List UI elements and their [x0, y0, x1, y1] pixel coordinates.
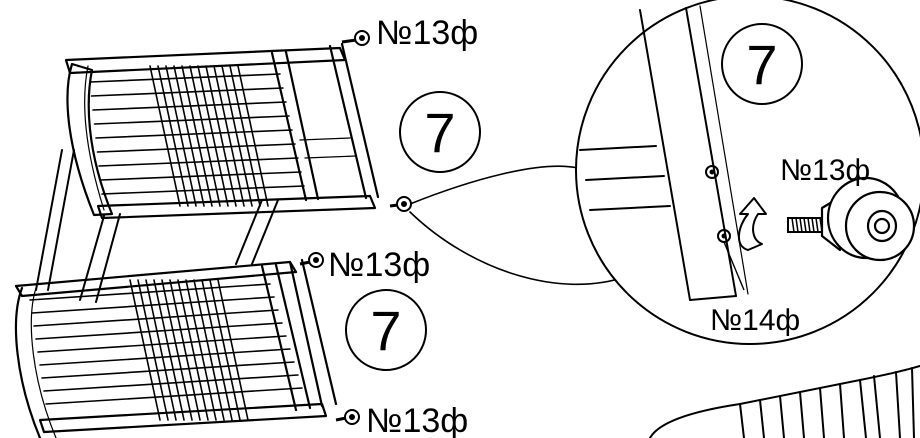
crib-slat: [37, 335, 287, 353]
label-caster-mid: №13ф: [328, 246, 430, 284]
bolt-leader-line: [723, 241, 745, 291]
bolt-thread: [803, 217, 807, 233]
part-marker-lower: 7: [345, 289, 427, 371]
crib-slat: [153, 279, 185, 421]
part-marker-upper: 7: [399, 91, 481, 173]
svg-text:7: 7: [424, 101, 455, 164]
crib-upper-slats: [89, 65, 305, 207]
crib-slat: [201, 279, 233, 421]
bolt-thread: [795, 217, 799, 233]
crib-slat: [35, 322, 283, 340]
svg-text:7: 7: [746, 33, 777, 96]
bolt-icon: [787, 217, 823, 233]
crib-slat: [173, 65, 205, 207]
crib-slat: [45, 387, 303, 405]
crib-slat: [95, 129, 293, 139]
crib-slat: [129, 279, 161, 421]
crib-preview-corner: [649, 365, 920, 438]
caster-wheel-icon: [820, 176, 916, 262]
crib-slat: [43, 374, 299, 392]
caster-small-side: [299, 252, 324, 268]
crib-slat: [189, 65, 221, 207]
crib-slat: [197, 65, 229, 207]
crib-side-rails: [35, 149, 279, 303]
crib-slat: [229, 65, 261, 207]
crib-lower-slats: [29, 279, 303, 421]
crib-slat: [98, 157, 299, 167]
label-caster-top: №13ф: [376, 14, 478, 52]
crib-slat: [209, 279, 241, 421]
crib-slat: [101, 185, 305, 195]
crib-end-upper: [64, 42, 380, 220]
detail-callout-circle: [575, 0, 920, 345]
label-bolt-inset: №14ф: [710, 304, 800, 337]
bolt-thread: [799, 217, 803, 233]
svg-text:7: 7: [370, 299, 401, 362]
crib-slat: [221, 65, 253, 207]
crib-slat: [161, 279, 193, 421]
callout-connector: [409, 165, 629, 286]
crib-slat: [237, 65, 269, 207]
label-caster-bottom: №13ф: [366, 402, 468, 438]
rotate-arrow-icon: [738, 197, 767, 251]
crib-slat: [157, 65, 189, 207]
crib-slat: [92, 101, 287, 111]
caster-small-top: [341, 30, 370, 46]
crib-slat: [41, 361, 295, 379]
crib-slat: [165, 65, 197, 207]
crib-slat: [193, 279, 225, 421]
caster-small-mid: [389, 196, 412, 212]
bolt-thread: [811, 217, 815, 233]
crib-slat: [39, 348, 291, 366]
crib-slat: [177, 279, 209, 421]
crib-slat: [181, 65, 213, 207]
crib-slat: [169, 279, 201, 421]
crib-slat: [185, 279, 217, 421]
crib-slat: [99, 171, 302, 181]
inset-frame: [579, 5, 749, 301]
bolt-thread: [815, 217, 819, 233]
bolt-thread: [807, 217, 811, 233]
part-marker-inset: 7: [721, 23, 803, 105]
crib-slat: [137, 279, 169, 421]
crib-slat: [145, 279, 177, 421]
crib-end-lower: [14, 258, 338, 438]
crib-slat: [29, 283, 271, 301]
crib-slat: [33, 309, 279, 327]
crib-slat: [217, 279, 249, 421]
bolt-thread: [791, 217, 795, 233]
crib-slat: [93, 115, 290, 125]
crib-slat: [31, 296, 275, 314]
crib-slat: [213, 65, 245, 207]
label-caster-inset: №13ф: [780, 154, 870, 187]
crib-slat: [205, 65, 237, 207]
crib-slat: [96, 143, 296, 153]
caster-small-bottom: [335, 409, 360, 425]
crib-slat: [149, 65, 181, 207]
